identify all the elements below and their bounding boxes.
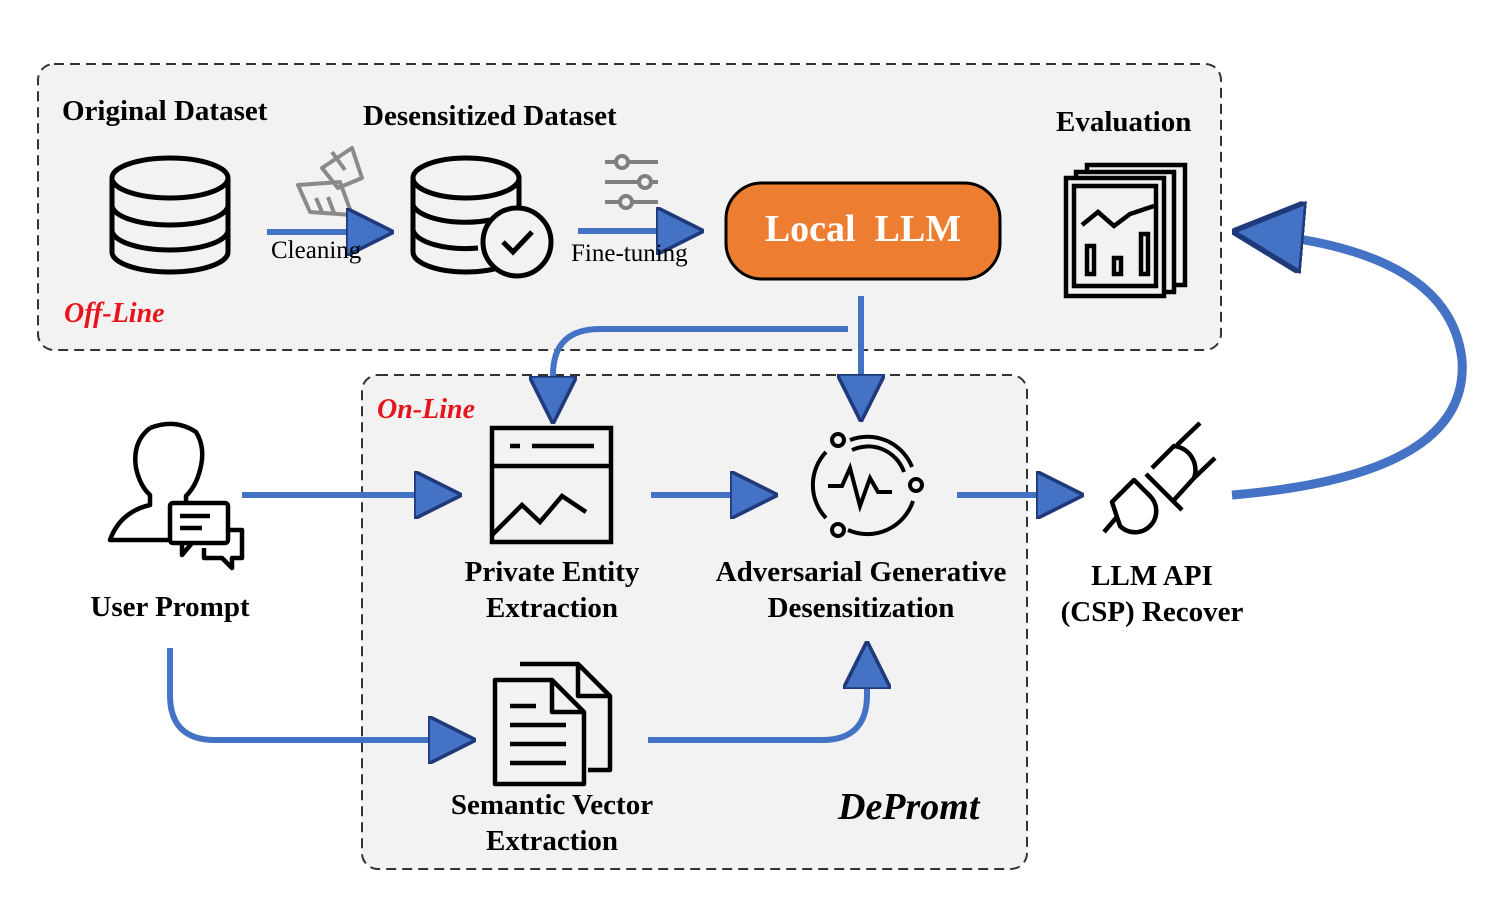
adversarial-label-2: Desensitization xyxy=(767,592,955,624)
local-llm-label: Local LLM xyxy=(764,208,962,250)
semantic-label-2: Extraction xyxy=(485,825,619,857)
database-icon xyxy=(109,155,231,275)
offline-stage-label: Off-Line xyxy=(64,298,165,329)
report-stack-icon xyxy=(1063,162,1188,299)
evaluation-label: Evaluation xyxy=(1056,106,1192,138)
sliders-icon xyxy=(605,154,658,210)
llm-to-entity-arrow xyxy=(553,326,848,412)
browser-chart-icon xyxy=(489,425,614,545)
framework-name-label: DePromt xyxy=(838,786,980,828)
semantic-label-1: Semantic Vector xyxy=(450,789,654,821)
private-entity-label-1: Private Entity xyxy=(464,556,640,588)
api-to-evaluation-arrow xyxy=(1232,233,1467,500)
fine-tuning-label: Fine-tuning xyxy=(571,240,688,267)
cleaning-label: Cleaning xyxy=(271,237,362,264)
private-entity-label-2: Extraction xyxy=(485,592,619,624)
signal-cycle-icon xyxy=(810,432,924,538)
user-chat-icon xyxy=(107,421,245,571)
online-stage-label: On-Line xyxy=(377,394,475,425)
adversarial-label-1: Adversarial Generative xyxy=(715,556,1007,588)
original-dataset-label: Original Dataset xyxy=(62,95,268,127)
plug-icon xyxy=(1102,421,1217,535)
semantic-to-adversarial-arrow xyxy=(648,653,867,743)
local-llm-box xyxy=(724,181,1002,281)
desensitized-dataset-label: Desensitized Dataset xyxy=(363,100,617,132)
user-prompt-label: User Prompt xyxy=(90,591,250,623)
documents-icon xyxy=(492,661,613,787)
api-label-2: (CSP) Recover xyxy=(1060,596,1244,628)
user-to-semantic-arrow xyxy=(167,648,464,740)
api-label-1: LLM API xyxy=(1091,560,1213,592)
database-check-icon xyxy=(410,155,554,279)
